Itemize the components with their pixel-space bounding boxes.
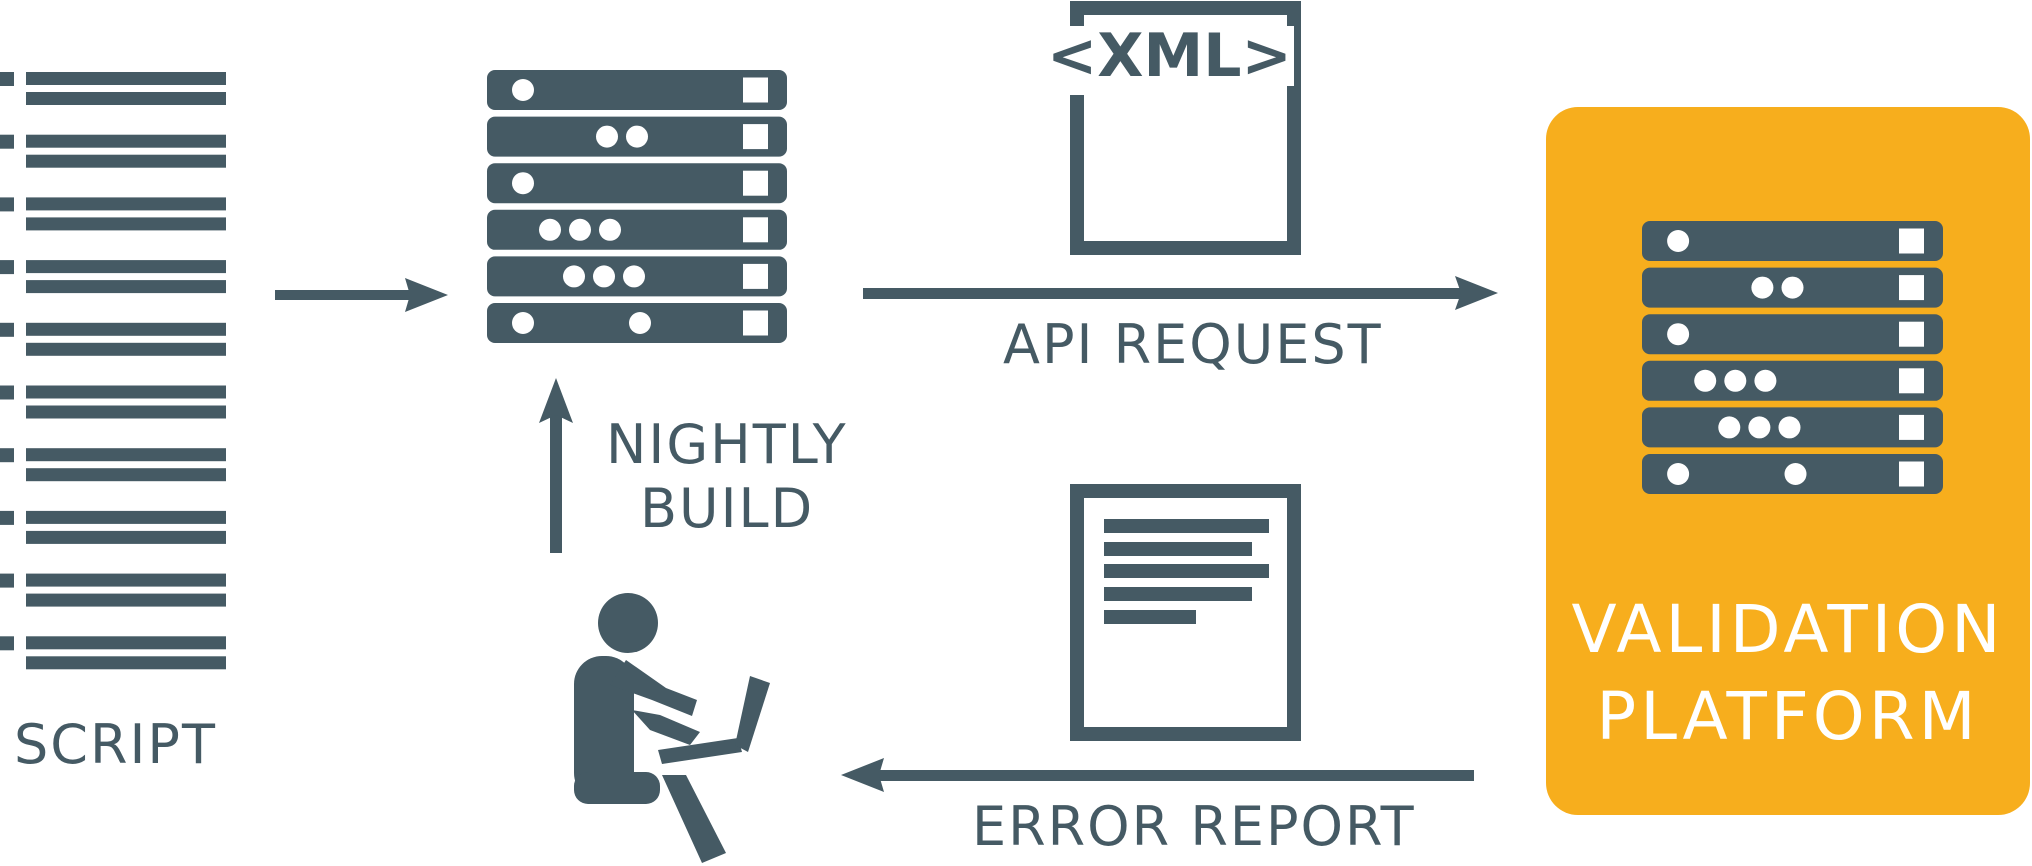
nightly-build-label-line2: BUILD (640, 477, 815, 540)
build-server-icon (487, 70, 787, 343)
server-led (1754, 369, 1777, 392)
server-unit (487, 209, 787, 250)
server-drive-bay (1899, 321, 1924, 347)
server-unit (1642, 314, 1943, 355)
xml-tag-label: <XML> (1045, 21, 1294, 91)
server-led (539, 218, 561, 241)
server-drive-bay (1899, 275, 1924, 301)
nightly-build-label-line1: NIGHTLY (606, 413, 848, 476)
server-drive-bay (743, 77, 768, 103)
server-led (1718, 416, 1741, 439)
server-led (1781, 276, 1804, 299)
server-led (1724, 369, 1747, 392)
server-unit (1642, 221, 1943, 261)
server-led (623, 265, 645, 288)
server-drive-bay (743, 170, 768, 196)
script-line (26, 385, 226, 399)
arrow-nightly-build (539, 378, 573, 553)
report-document-icon (1070, 484, 1301, 741)
script-line (26, 260, 226, 274)
server-drive-bay (1899, 228, 1924, 254)
server-led (1667, 230, 1690, 252)
server-led (512, 312, 534, 334)
validation-server-icon (1642, 221, 1943, 494)
arrow-error-report (841, 758, 1474, 792)
server-drive-bay (743, 310, 768, 336)
arrow-script-to-server (275, 278, 448, 312)
script-line (26, 134, 226, 148)
script-bullet (0, 322, 14, 337)
person-laptop-icon (574, 593, 770, 863)
script-line (26, 154, 226, 168)
script-line (26, 217, 226, 231)
validation-platform-label-line2: PLATFORM (1596, 678, 1980, 755)
script-line (26, 92, 226, 105)
server-drive-bay (743, 263, 768, 289)
server-led (1751, 276, 1774, 299)
script-line (26, 656, 226, 670)
script-line (26, 593, 226, 607)
server-led (569, 218, 591, 241)
script-line (26, 197, 226, 211)
server-led (1784, 463, 1807, 485)
script-line (26, 405, 226, 419)
server-drive-bay (1899, 368, 1924, 394)
script-bullet (0, 636, 14, 651)
script-line (26, 510, 226, 524)
arrow-api-request (863, 276, 1498, 310)
script-line (26, 322, 226, 336)
server-drive-bay (1899, 414, 1924, 440)
script-bullet (0, 510, 14, 525)
server-led (626, 125, 648, 148)
script-line (26, 636, 226, 650)
validation-platform-label-line1: VALIDATION (1571, 591, 2005, 668)
server-led (1667, 323, 1690, 346)
script-bullet (0, 197, 14, 212)
script-bullet (0, 385, 14, 400)
script-line (26, 468, 226, 482)
script-line (26, 573, 226, 587)
script-bullet (0, 134, 14, 149)
xml-document-icon (1070, 1, 1301, 255)
script-icon (0, 72, 226, 670)
server-led (563, 265, 585, 288)
script-bullet (0, 260, 14, 275)
server-unit (487, 163, 787, 204)
server-unit (487, 70, 787, 110)
server-drive-bay (743, 217, 768, 243)
error-report-label: ERROR REPORT (972, 795, 1416, 858)
script-bullet (0, 448, 14, 463)
server-drive-bay (1899, 461, 1924, 487)
server-drive-bay (743, 124, 768, 150)
server-led (1694, 369, 1717, 392)
script-bullet (0, 573, 14, 588)
server-led (593, 265, 615, 288)
script-line (26, 280, 226, 294)
server-led (599, 218, 621, 241)
server-unit (1642, 360, 1943, 401)
script-bullet (0, 72, 14, 86)
script-line (26, 72, 226, 85)
server-led (1748, 416, 1771, 439)
server-led (596, 125, 618, 148)
server-led (512, 172, 534, 195)
server-led (629, 312, 651, 334)
script-line (26, 530, 226, 544)
script-label: SCRIPT (14, 713, 217, 776)
server-led (512, 79, 534, 101)
server-led (1667, 463, 1690, 485)
script-line (26, 342, 226, 356)
server-led (1778, 416, 1801, 439)
script-line (26, 448, 226, 462)
api-request-label: API REQUEST (1003, 313, 1383, 376)
